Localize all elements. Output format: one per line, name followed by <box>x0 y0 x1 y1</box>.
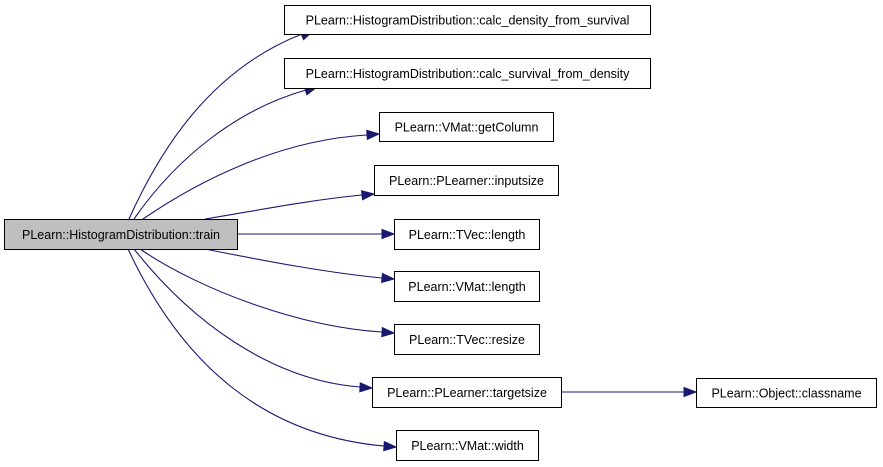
node-box[interactable] <box>374 165 559 196</box>
edge-train-to-targetsize <box>133 248 374 393</box>
edge-line <box>133 89 307 220</box>
node-classname[interactable]: PLearn::Object::classname <box>696 378 877 408</box>
node-vmat-width[interactable]: PLearn::VMat::width <box>396 430 539 461</box>
edge-line <box>128 33 303 220</box>
arrowhead-icon <box>381 326 396 338</box>
node-label: PLearn::TVec::resize <box>409 333 525 347</box>
edge-line <box>133 248 361 388</box>
node-box[interactable] <box>284 58 651 89</box>
node-label: PLearn::PLearner::targetsize <box>387 386 547 400</box>
node-box[interactable] <box>394 324 540 355</box>
node-getColumn[interactable]: PLearn::VMat::getColumn <box>379 112 554 142</box>
node-tvec-length[interactable]: PLearn::TVec::length <box>394 219 540 250</box>
edge-line <box>127 248 385 447</box>
edge-train-to-calc_survival <box>133 85 319 220</box>
node-vmat-length[interactable]: PLearn::VMat::length <box>394 271 540 302</box>
node-box[interactable] <box>379 112 554 142</box>
node-box[interactable] <box>4 219 238 250</box>
node-resize[interactable]: PLearn::TVec::resize <box>394 324 540 355</box>
edge-line <box>139 248 383 333</box>
edge-targetsize-to-classname <box>561 386 698 398</box>
node-label: PLearn::PLearner::inputsize <box>389 174 544 188</box>
edge-line <box>204 248 383 279</box>
node-label: PLearn::HistogramDistribution::calc_dens… <box>306 14 630 28</box>
node-box[interactable] <box>394 219 540 250</box>
node-label: PLearn::HistogramDistribution::calc_surv… <box>306 67 630 81</box>
node-label: PLearn::VMat::width <box>411 439 524 453</box>
node-box[interactable] <box>396 430 539 461</box>
node-train[interactable]: PLearn::HistogramDistribution::train <box>4 219 238 250</box>
node-calc-survival[interactable]: PLearn::HistogramDistribution::calc_surv… <box>284 58 651 89</box>
arrowhead-icon <box>683 386 698 398</box>
edge-line <box>142 134 368 220</box>
edge-train-to-tvec_length <box>237 228 396 240</box>
node-label: PLearn::VMat::length <box>408 280 525 294</box>
arrowhead-icon <box>359 382 374 393</box>
arrowhead-icon <box>366 129 381 141</box>
node-calc-density[interactable]: PLearn::HistogramDistribution::calc_dens… <box>284 5 651 35</box>
node-box[interactable] <box>394 271 540 302</box>
edge-train-to-inputsize <box>204 190 376 220</box>
nodes-layer: PLearn::HistogramDistribution::trainPLea… <box>4 5 877 461</box>
arrowhead-icon <box>381 228 396 240</box>
node-box[interactable] <box>284 5 651 35</box>
edge-train-to-vmat_width <box>127 248 398 452</box>
arrowhead-icon <box>383 440 398 452</box>
node-inputsize[interactable]: PLearn::PLearner::inputsize <box>374 165 559 196</box>
node-label: PLearn::VMat::getColumn <box>395 121 539 135</box>
node-targetsize[interactable]: PLearn::PLearner::targetsize <box>372 377 562 408</box>
arrowhead-icon <box>381 272 396 284</box>
edge-train-to-resize <box>139 248 396 338</box>
edge-train-to-getColumn <box>142 129 381 220</box>
edge-train-to-vmat_length <box>204 248 396 284</box>
node-box[interactable] <box>372 377 562 408</box>
edge-line <box>204 194 363 220</box>
node-label: PLearn::HistogramDistribution::train <box>22 228 220 242</box>
node-label: PLearn::TVec::length <box>409 228 526 242</box>
arrowhead-icon <box>361 190 376 201</box>
node-label: PLearn::Object::classname <box>711 387 861 401</box>
node-box[interactable] <box>696 378 877 408</box>
